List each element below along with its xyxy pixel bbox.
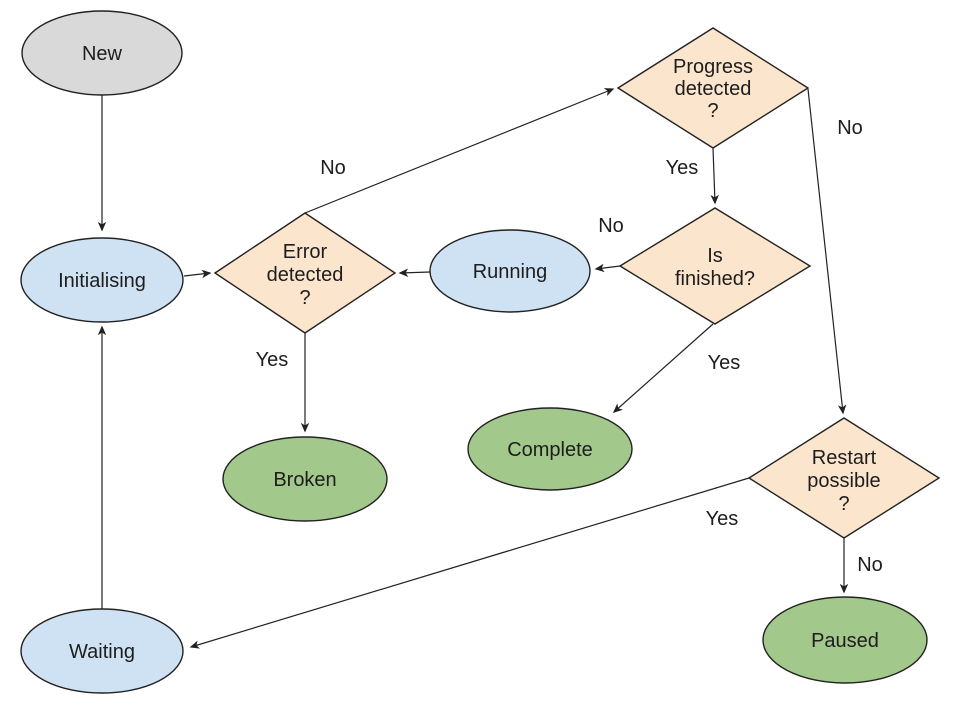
node-broken: Broken [222, 436, 388, 522]
node-new: New [21, 10, 183, 96]
node-broken-label: Broken [273, 469, 336, 491]
node-running-label: Running [473, 261, 548, 283]
node-initialising-shape [20, 237, 184, 323]
decision-is-finished-shape [618, 207, 812, 325]
node-paused-shape [762, 596, 928, 684]
decision-error-detected: Error detected ? [213, 212, 397, 334]
decision-error-detected-label-line2: detected [267, 264, 344, 286]
node-paused: Paused [762, 596, 928, 684]
edge-progress-detected-yes-to-is-finished [710, 147, 719, 205]
edge-restart-possible-yes-to-waiting [189, 477, 750, 649]
node-running: Running [429, 229, 591, 313]
edge-initialising-to-error-detected [183, 269, 212, 279]
node-new-label: New [82, 43, 123, 65]
edge-label-error-yes: Yes [256, 349, 289, 371]
edge-label-finished-yes: Yes [708, 352, 741, 374]
edge-error-detected-no-to-progress-detected [304, 88, 615, 214]
edge-labels-layer: No Yes Yes No No Yes Yes No [256, 117, 883, 576]
edge-is-finished-no-to-running [594, 263, 621, 273]
node-waiting-shape [20, 608, 184, 694]
decision-progress-detected-label-line2: detected [675, 78, 752, 100]
node-paused-label: Paused [811, 630, 879, 652]
decision-error-detected-shape [213, 212, 397, 334]
edge-label-error-no: No [320, 157, 346, 179]
edge-label-restart-no: No [857, 554, 883, 576]
node-waiting: Waiting [20, 608, 184, 694]
decision-restart-possible-label-line3: ? [838, 493, 849, 515]
decision-restart-possible-shape [747, 417, 941, 539]
edge-running-to-error-detected [398, 268, 431, 277]
node-waiting-label: Waiting [69, 641, 135, 663]
decision-restart-possible: Restart possible ? [747, 417, 941, 539]
decision-progress-detected-shape [616, 27, 810, 149]
node-new-shape [21, 10, 183, 96]
edge-label-restart-yes: Yes [706, 508, 739, 530]
decision-restart-possible-label-line2: possible [807, 470, 880, 492]
decision-error-detected-label-line1: Error [283, 241, 328, 263]
edges-layer [97, 88, 849, 649]
decision-is-finished-label-line2: finished? [675, 268, 755, 290]
node-initialising: Initialising [20, 237, 184, 323]
edge-label-progress-yes: Yes [666, 157, 699, 179]
node-initialising-label: Initialising [58, 270, 146, 292]
decision-restart-possible-label-line1: Restart [812, 447, 877, 469]
decision-is-finished-label-line1: Is [707, 245, 723, 267]
node-broken-shape [222, 436, 388, 522]
node-running-shape [429, 229, 591, 313]
edge-progress-detected-no-to-restart-possible [807, 88, 847, 415]
nodes-layer: New Initialising Running Waiting Broken … [20, 10, 941, 694]
edge-label-finished-no: No [598, 215, 624, 237]
decision-is-finished: Is finished? [618, 207, 812, 325]
decision-progress-detected-label-line1: Progress [673, 56, 753, 78]
node-complete: Complete [467, 407, 633, 491]
node-complete-shape [467, 407, 633, 491]
decision-progress-detected: Progress detected ? [616, 27, 810, 149]
edge-is-finished-yes-to-complete [612, 323, 714, 413]
edge-label-progress-no: No [837, 117, 863, 139]
decision-progress-detected-label-line3: ? [707, 100, 718, 122]
decision-error-detected-label-line3: ? [299, 287, 310, 309]
node-complete-label: Complete [507, 439, 593, 461]
